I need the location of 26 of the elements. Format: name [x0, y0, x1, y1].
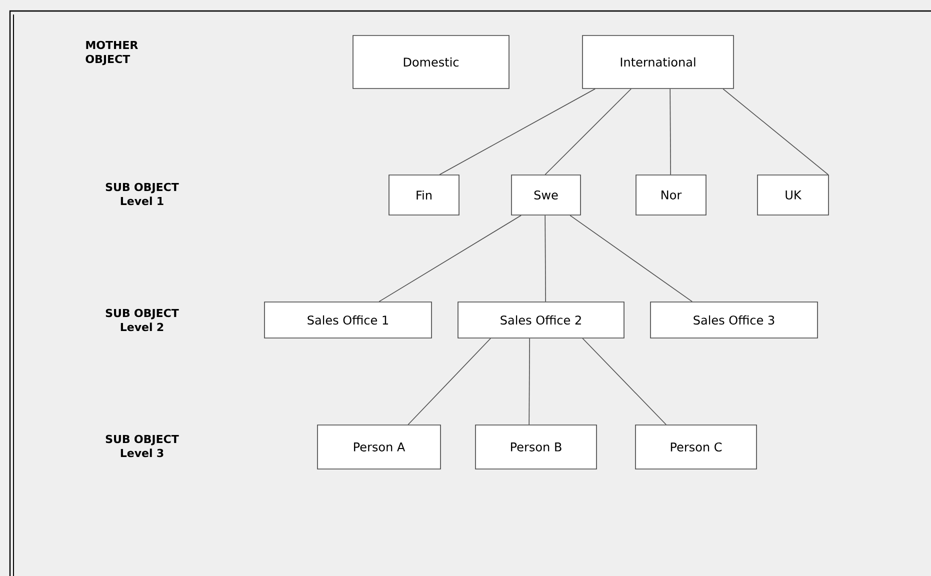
level-label: MOTHER OBJECT: [86, 40, 138, 66]
org-box: International: [582, 35, 734, 89]
level-label: SUB OBJECT Level 1: [106, 182, 179, 206]
org-box: Person A: [317, 424, 441, 470]
org-box: UK: [757, 174, 829, 216]
level-label: SUB OBJECT Level 3: [106, 434, 179, 458]
org-box: Fin: [388, 174, 460, 216]
connector-line: [439, 88, 596, 175]
org-box: Person C: [635, 424, 757, 470]
org-box: Nor: [636, 174, 706, 216]
connector-line: [670, 88, 671, 175]
connector-line: [544, 215, 546, 302]
connector-line: [570, 215, 692, 302]
org-box: Sales Office 1: [264, 302, 432, 338]
connector-line: [582, 338, 666, 425]
level-label: SUB OBJECT Level 2: [106, 308, 179, 332]
org-box: Swe: [511, 174, 581, 216]
org-box: Domestic: [352, 35, 510, 89]
org-box: Person B: [475, 424, 597, 470]
connector-line: [378, 215, 522, 302]
connector-line: [722, 88, 828, 175]
connector-line: [408, 338, 491, 425]
connector-line: [528, 338, 530, 425]
org-box: Sales Office 3: [650, 302, 818, 338]
org-box: Sales Office 2: [458, 302, 624, 338]
connector-line: [544, 88, 632, 175]
